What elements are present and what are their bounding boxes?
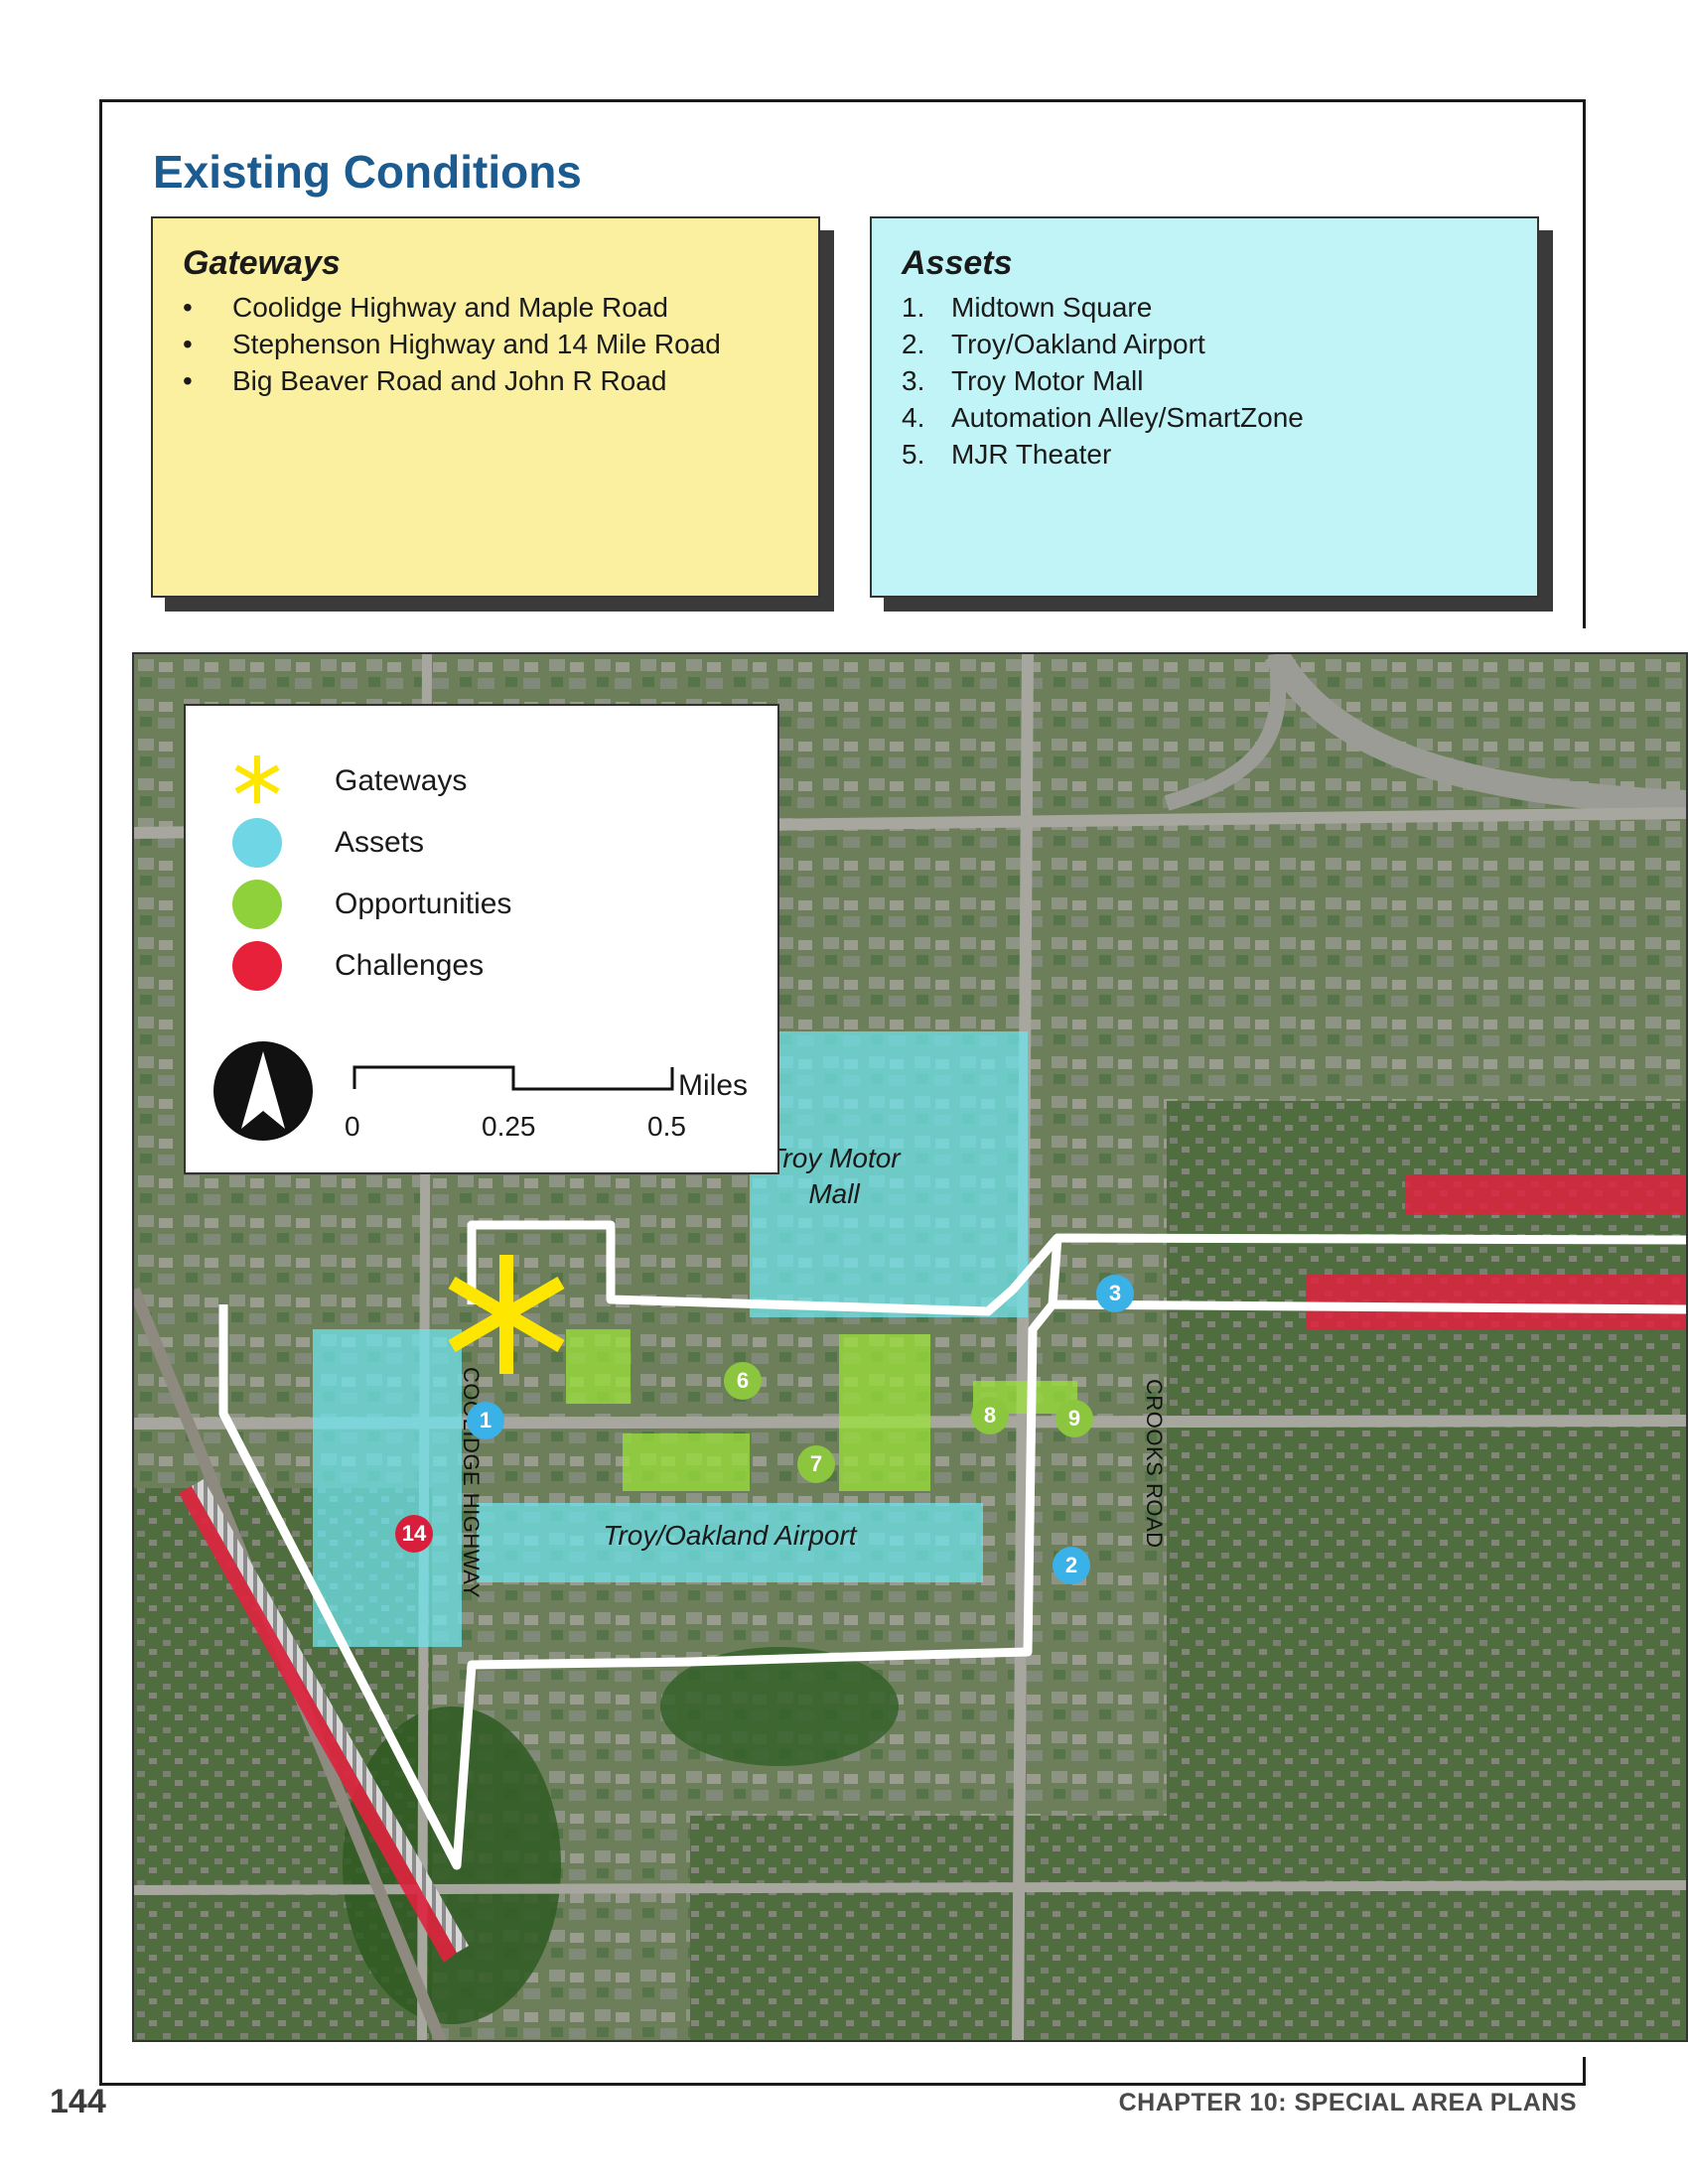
crooks-road-label: CROOKS ROAD: [1142, 1379, 1167, 1549]
asset-item-label: Automation Alley/SmartZone: [951, 402, 1304, 433]
asset-marker-1[interactable]: 1: [467, 1402, 504, 1439]
list-item: 2. Troy/Oakland Airport: [902, 326, 1507, 362]
list-item: 5. MJR Theater: [902, 436, 1507, 473]
scale-unit-label: Miles: [678, 1069, 749, 1102]
freeway-ramp: [1164, 654, 1287, 811]
rail-corridor: [192, 1479, 469, 1953]
opportunity-marker-7[interactable]: 7: [797, 1445, 835, 1483]
list-number: 3.: [902, 365, 925, 396]
page-number: 144: [50, 2083, 106, 2120]
gateway-item-label: Big Beaver Road and John R Road: [232, 365, 667, 396]
scale-tick-label: 0: [345, 1111, 360, 1142]
opportunity-area: [839, 1334, 930, 1491]
aerial-map[interactable]: Troy Motor Mall Troy/Oakland Airport COO…: [132, 652, 1688, 2042]
legend-item: Challenges: [231, 938, 484, 994]
gateways-heading: Gateways: [183, 244, 341, 282]
assets-panel: Assets 1. Midtown Square 2. Troy/Oakland A…: [870, 216, 1539, 598]
major-road: [1012, 654, 1034, 2040]
opportunity-marker-8[interactable]: 8: [971, 1397, 1009, 1434]
challenge-dot-icon: [232, 941, 282, 991]
gateway-item-label: Coolidge Highway and Maple Road: [232, 292, 668, 323]
legend-item: Opportunities: [231, 877, 511, 932]
scale-tick-label: 0.5: [647, 1111, 686, 1142]
legend-label: Assets: [335, 826, 425, 859]
freeway: [1264, 654, 1686, 816]
page-frame-top: [99, 99, 1586, 102]
legend-label: Gateways: [335, 764, 468, 797]
map-legend: Gateways Assets Opportunities Challenges…: [184, 704, 779, 1174]
map-graphics: [134, 654, 1686, 2040]
asset-item-label: Troy Motor Mall: [951, 365, 1144, 396]
asset-marker-2[interactable]: 2: [1053, 1547, 1090, 1584]
bullet-marker: •: [183, 365, 193, 396]
legend-item: Assets: [231, 815, 424, 871]
challenge-area: [1405, 1175, 1686, 1215]
asset-item-label: Midtown Square: [951, 292, 1153, 323]
assets-heading: Assets: [902, 244, 1013, 282]
asset-item-label: Troy/Oakland Airport: [951, 329, 1205, 359]
list-number: 5.: [902, 439, 925, 470]
asset-area-troy-motor-mall: [750, 1031, 1028, 1317]
list-item: 1. Midtown Square: [902, 289, 1507, 326]
opportunity-marker-9[interactable]: 9: [1055, 1400, 1093, 1437]
major-road: [134, 1880, 1686, 1895]
asset-area-troy-oakland-airport: [477, 1503, 983, 1582]
opportunity-marker-6[interactable]: 6: [724, 1362, 762, 1400]
bullet-marker: •: [183, 329, 193, 359]
legend-item: Gateways: [231, 753, 467, 809]
list-number: 4.: [902, 402, 925, 433]
list-number: 2.: [902, 329, 925, 359]
asset-marker-3[interactable]: 3: [1096, 1275, 1134, 1312]
bullet-marker: •: [183, 292, 193, 323]
gateway-asterisk-icon: [231, 755, 283, 807]
asset-item-label: MJR Theater: [951, 439, 1112, 470]
list-item: 3. Troy Motor Mall: [902, 362, 1507, 399]
opportunity-area: [623, 1433, 750, 1491]
page-frame-left: [99, 99, 102, 2085]
page-frame-bottom: [99, 2083, 1586, 2086]
gateway-star-icon: [448, 1255, 565, 1374]
assets-list: 1.Midtown Square 2.Troy/Oakland Airport …: [902, 289, 1507, 473]
scale-tick-label: 0.25: [482, 1111, 536, 1142]
asset-dot-icon: [232, 818, 282, 868]
page-frame-right-lower: [1583, 2057, 1586, 2085]
study-area-boundary: [218, 1220, 1686, 1870]
asset-area-midtown: [313, 1329, 462, 1647]
challenge-area: [1306, 1275, 1686, 1329]
challenge-marker-14[interactable]: 14: [395, 1515, 433, 1553]
gateways-panel: Gateways • Coolidge Highway and Maple Roa…: [151, 216, 820, 598]
legend-label: Challenges: [335, 949, 485, 982]
chapter-footer: CHAPTER 10: SPECIAL AREA PLANS: [1118, 2089, 1577, 2116]
gateway-item-label: Stephenson Highway and 14 Mile Road: [232, 329, 721, 359]
north-arrow-icon: [213, 1041, 313, 1141]
gateways-list: • Coolidge Highway and Maple Road • Stephe…: [183, 289, 788, 399]
challenge-corridor: [179, 1486, 457, 1963]
scale-bar: [352, 1065, 674, 1091]
list-item: • Stephenson Highway and 14 Mile Road: [183, 326, 788, 362]
opportunity-dot-icon: [232, 880, 282, 929]
residential-area: [690, 1816, 1206, 2040]
list-number: 1.: [902, 292, 925, 323]
page-title: Existing Conditions: [153, 146, 582, 198]
page-frame-right: [1583, 99, 1586, 628]
wooded-area: [660, 1647, 899, 1766]
list-item: • Coolidge Highway and Maple Road: [183, 289, 788, 326]
troy-oakland-airport-label: Troy/Oakland Airport: [603, 1520, 857, 1551]
legend-label: Opportunities: [335, 887, 512, 920]
list-item: 4. Automation Alley/SmartZone: [902, 399, 1507, 436]
opportunity-area: [566, 1329, 631, 1404]
list-item: • Big Beaver Road and John R Road: [183, 362, 788, 399]
